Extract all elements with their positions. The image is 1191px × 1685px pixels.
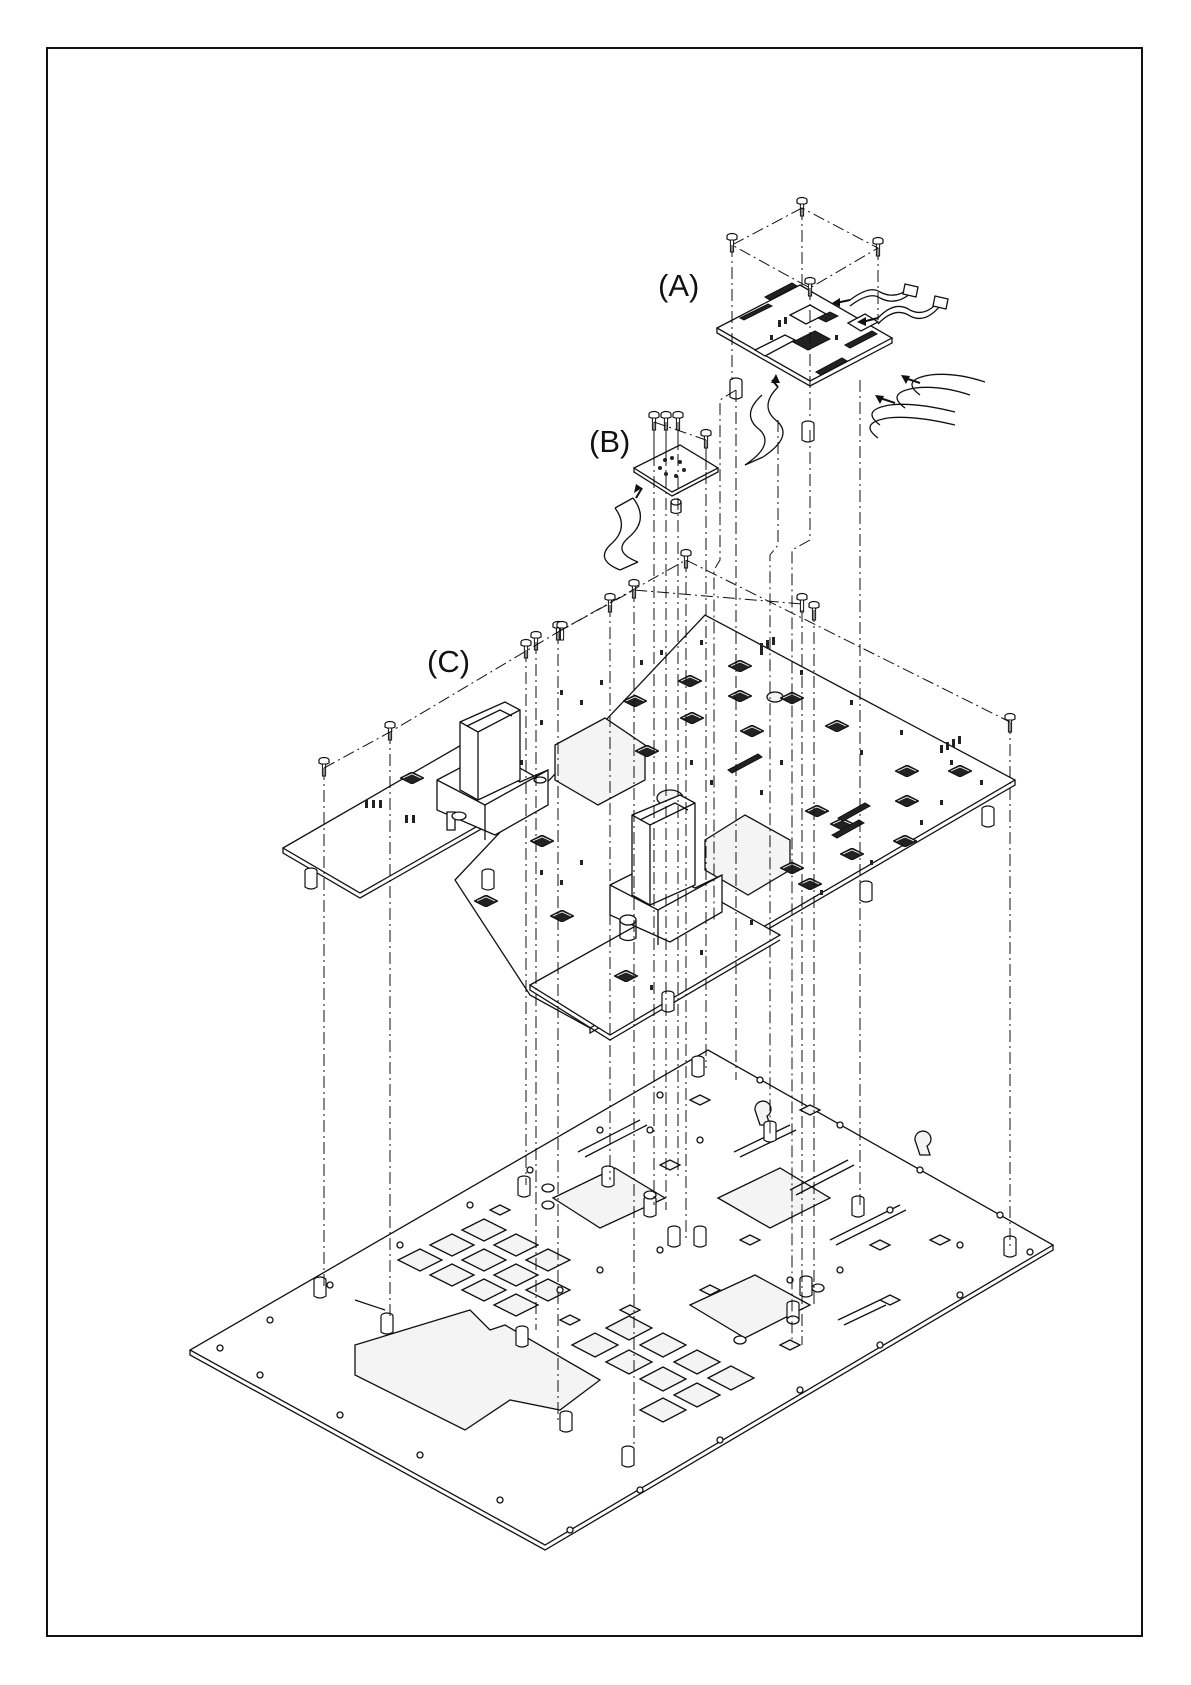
base-plate — [190, 1050, 1053, 1550]
label-b: (B) — [589, 424, 630, 459]
label-a: (A) — [658, 268, 699, 303]
label-c: (C) — [427, 644, 470, 679]
board-b — [604, 445, 718, 570]
board-a — [717, 283, 985, 465]
